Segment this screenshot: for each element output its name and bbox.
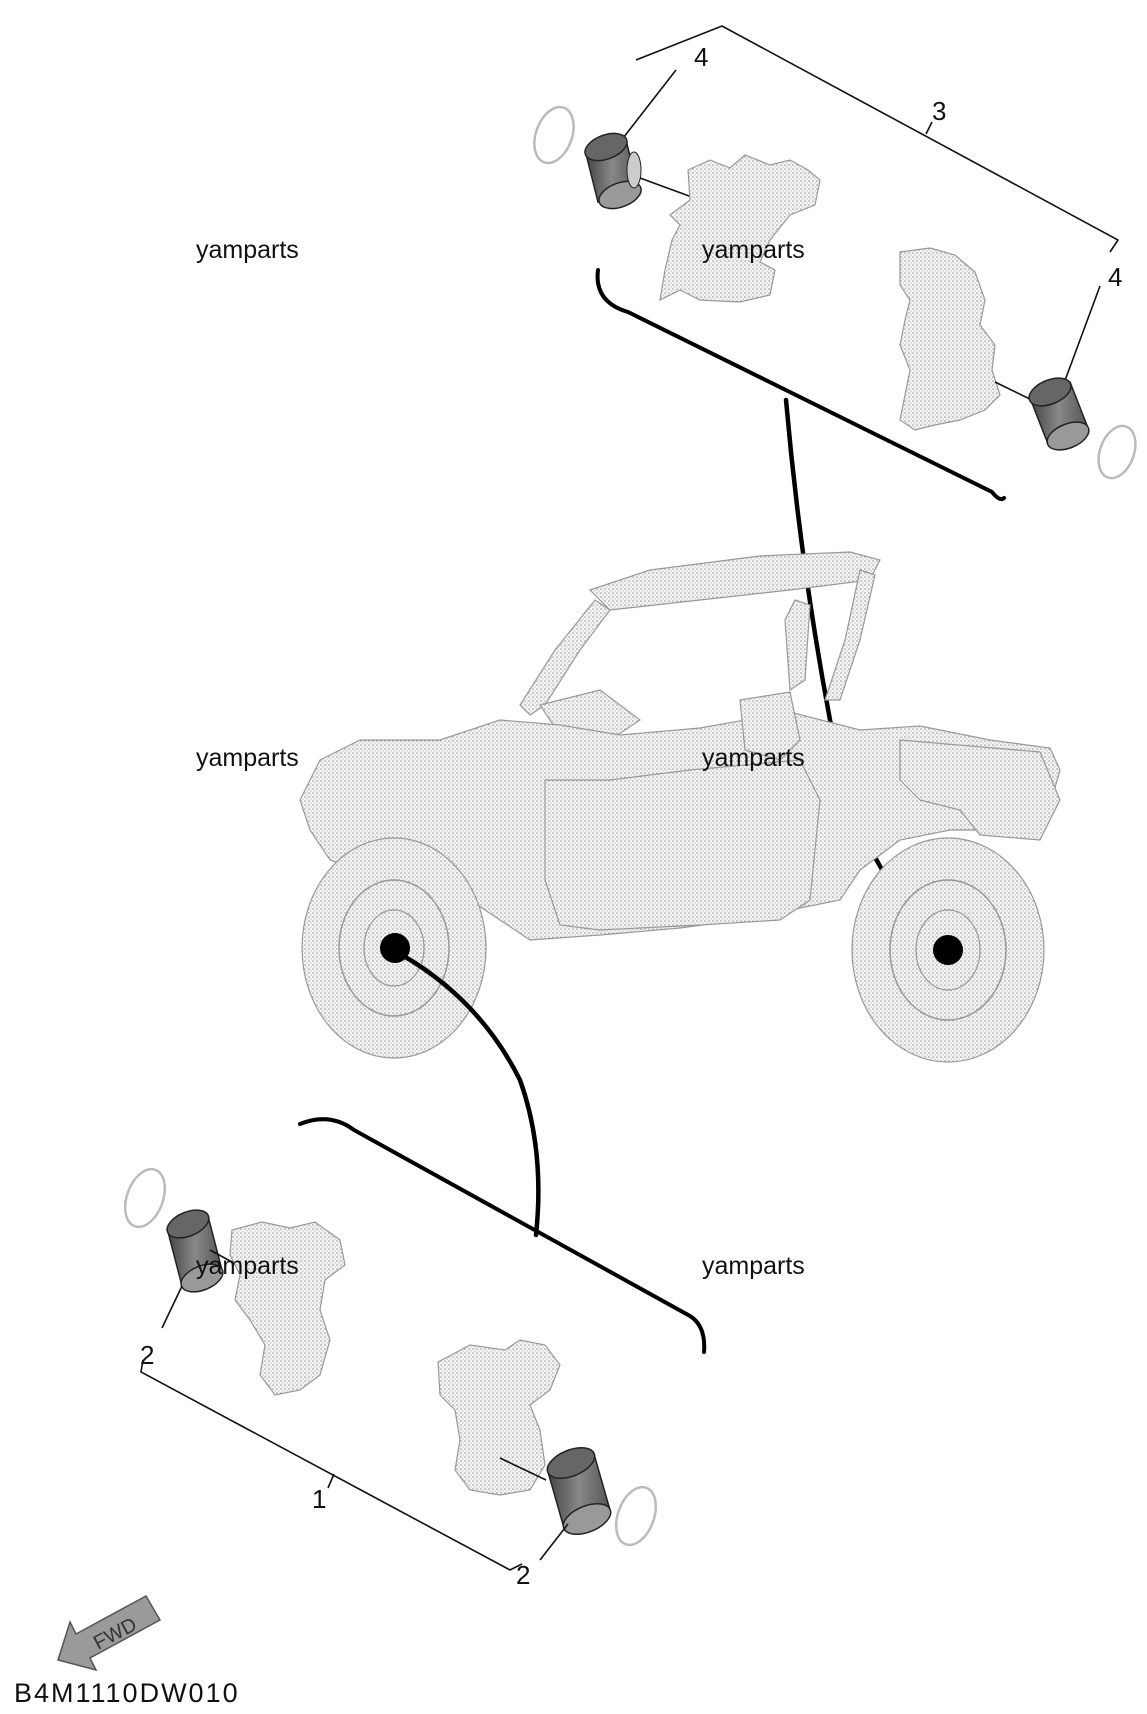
oring-bottom-left xyxy=(123,1167,167,1229)
front-group-bracket xyxy=(298,1117,707,1354)
watermark-2: yamparts xyxy=(702,236,805,264)
rear-wheel-hub-marker xyxy=(933,935,963,965)
rear-knuckle-group xyxy=(533,25,1137,502)
callout-4-leader-right xyxy=(1059,285,1101,395)
oring-bottom-right xyxy=(614,1485,658,1547)
front-wheel xyxy=(301,837,487,1059)
watermark-5: yamparts xyxy=(196,1252,299,1280)
fwd-arrow-icon: FWD xyxy=(57,1594,162,1672)
front-knuckle-group xyxy=(123,1117,707,1571)
callout-2-leader-left xyxy=(161,1285,183,1329)
bearing-bottom-right xyxy=(546,1446,612,1536)
rear-group-bracket xyxy=(595,268,1006,502)
callout-2-right: 2 xyxy=(516,1560,530,1590)
callout-2-left: 2 xyxy=(140,1340,154,1370)
watermark-6: yamparts xyxy=(702,1252,805,1280)
callout-4-top: 4 xyxy=(694,42,708,72)
oring-top-left xyxy=(533,105,575,165)
knuckle-rear-right xyxy=(899,247,1001,431)
callout-4-leader-top xyxy=(619,69,677,143)
utv-vehicle-illustration xyxy=(299,551,1061,1063)
callout-3: 3 xyxy=(932,96,946,126)
bearing-top-left xyxy=(584,132,642,210)
front-wheel-connector-line xyxy=(399,952,541,1238)
diagram-code: B4M1110DW010 xyxy=(14,1678,240,1708)
bearing-bottom-left xyxy=(166,1209,224,1293)
knuckle-rear-left xyxy=(659,154,821,303)
oring-top-right xyxy=(1097,424,1137,480)
callout-1: 1 xyxy=(312,1484,326,1514)
knuckle-front-left xyxy=(229,1221,346,1396)
watermark-1: yamparts xyxy=(196,236,299,264)
callout-2-leader-right xyxy=(539,1523,569,1561)
watermark-3: yamparts xyxy=(196,744,299,772)
callout-1-bracket xyxy=(140,1359,523,1571)
callout-4-right: 4 xyxy=(1108,262,1122,292)
callout-3-bracket xyxy=(635,25,1120,253)
rear-wheel xyxy=(851,837,1045,1063)
knuckle-front-right xyxy=(437,1339,561,1496)
watermark-4: yamparts xyxy=(702,744,805,772)
bearing-top-right xyxy=(1028,377,1090,451)
